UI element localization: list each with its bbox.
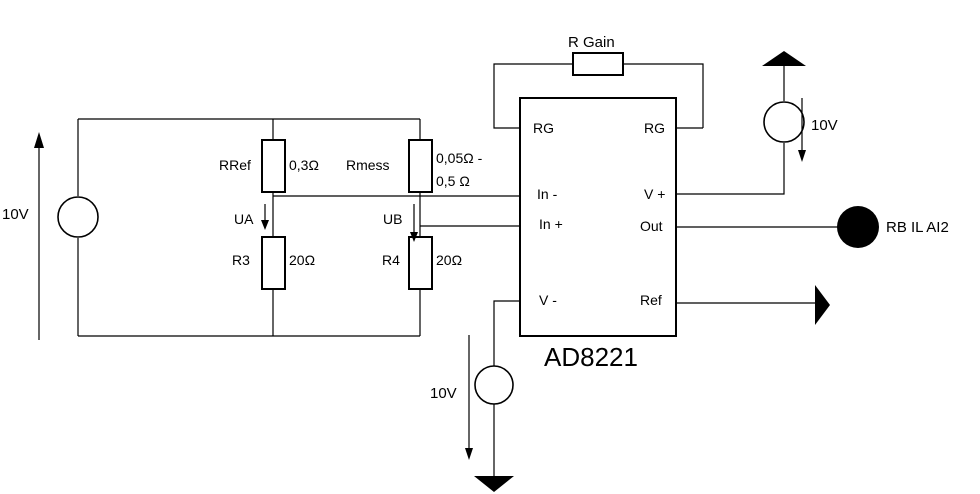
ub-label: UB bbox=[383, 211, 402, 227]
bridge-frame bbox=[77, 118, 520, 337]
r3-resistor bbox=[261, 236, 286, 290]
pin-in-plus: In + bbox=[539, 216, 563, 232]
left-voltage-arrow bbox=[34, 132, 44, 340]
neg-supply-voltage-arrow bbox=[465, 335, 473, 460]
output-terminal-label: RB IL AI2 bbox=[886, 219, 949, 236]
rgain-wiring bbox=[493, 63, 704, 129]
r4-value-label: 20Ω bbox=[436, 252, 462, 268]
pin-ref: Ref bbox=[640, 292, 662, 308]
neg-supply-terminal-arrow bbox=[474, 476, 514, 492]
ub-arrow bbox=[410, 204, 418, 242]
ref-ground-arrow bbox=[815, 285, 830, 325]
left-source-voltage-label: 10V bbox=[2, 206, 29, 223]
r3-value-label: 20Ω bbox=[289, 252, 315, 268]
neg-supply-wiring bbox=[493, 300, 520, 476]
pos-supply-source bbox=[763, 101, 805, 143]
pin-v-minus: V - bbox=[539, 292, 557, 308]
ua-label: UA bbox=[234, 211, 254, 227]
pos-supply-wiring bbox=[676, 66, 785, 195]
amplifier-name: AD8221 bbox=[544, 342, 638, 372]
rmess-value-line2: 0,5 Ω bbox=[436, 173, 470, 189]
rgain-resistor bbox=[572, 52, 624, 76]
rmess-resistor bbox=[408, 139, 433, 193]
pin-out: Out bbox=[640, 218, 663, 234]
amplifier-body bbox=[519, 97, 677, 337]
pos-supply-voltage-arrow bbox=[798, 98, 806, 162]
neg-supply-source bbox=[474, 365, 514, 405]
rmess-name-label: Rmess bbox=[346, 157, 390, 173]
rref-resistor bbox=[261, 139, 286, 193]
pos-supply-terminal-arrow bbox=[762, 51, 806, 66]
rref-name-label: RRef bbox=[219, 157, 251, 173]
r4-name-label: R4 bbox=[382, 252, 400, 268]
r4-resistor bbox=[408, 236, 433, 290]
output-terminal-node bbox=[837, 206, 879, 248]
r3-name-label: R3 bbox=[232, 252, 250, 268]
pin-rg-left: RG bbox=[533, 120, 554, 136]
pin-in-minus: In - bbox=[537, 186, 558, 202]
pin-v-plus: V + bbox=[644, 186, 665, 202]
rmess-value-line1: 0,05Ω - bbox=[436, 150, 483, 166]
rref-value-label: 0,3Ω bbox=[289, 157, 319, 173]
left-voltage-source bbox=[57, 196, 99, 238]
ua-arrow bbox=[261, 204, 269, 230]
pin-rg-right: RG bbox=[644, 120, 665, 136]
pos-supply-voltage-label: 10V bbox=[811, 117, 838, 134]
rgain-label: R Gain bbox=[568, 34, 615, 51]
neg-supply-voltage-label: 10V bbox=[430, 385, 457, 402]
